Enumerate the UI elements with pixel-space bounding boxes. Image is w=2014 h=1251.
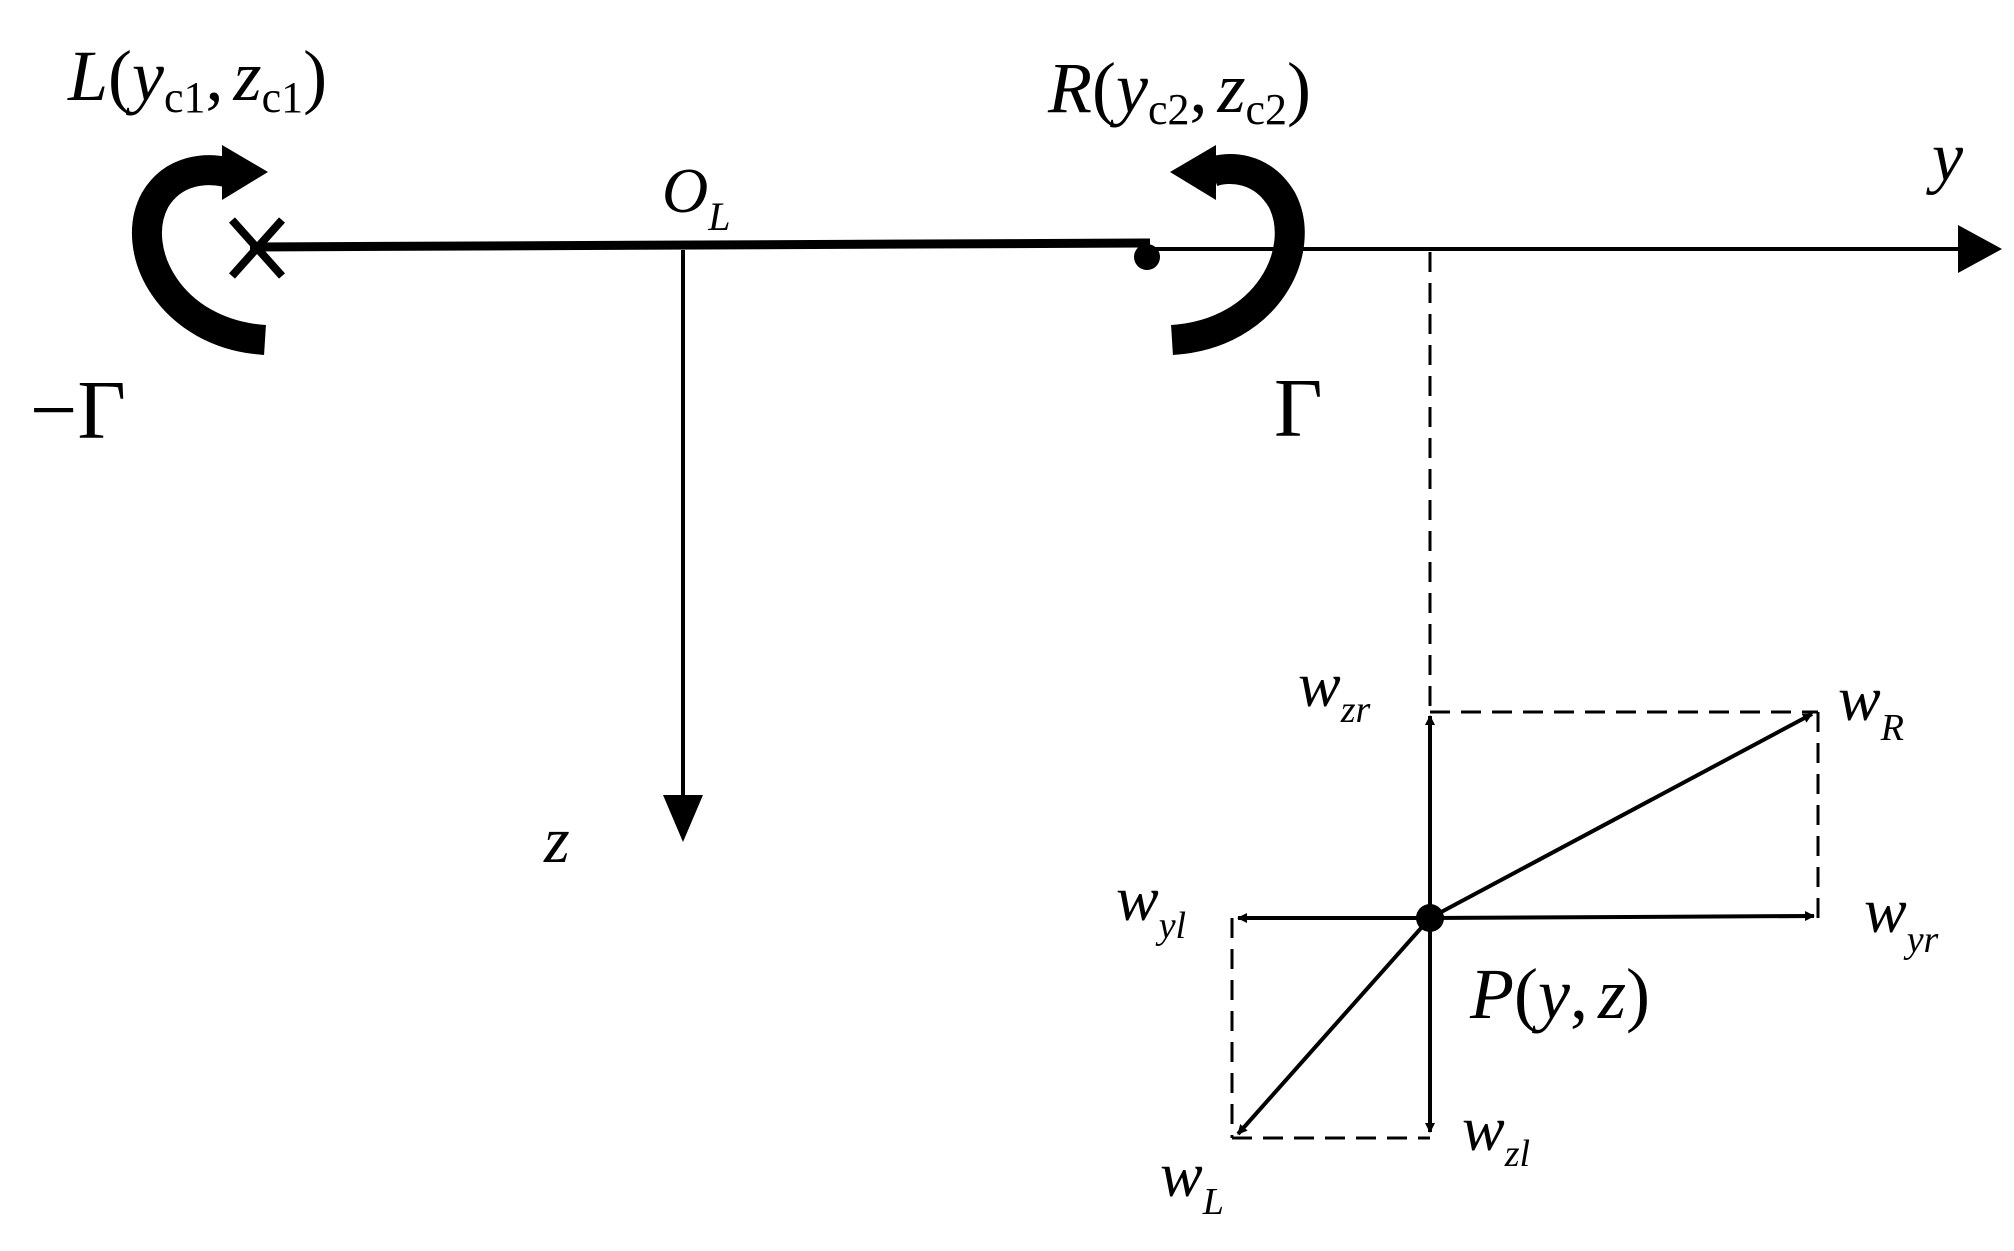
point-P-label: P(y,z) xyxy=(1469,954,1650,1034)
w-yr-vector xyxy=(1429,911,1815,922)
w-yr-label: wyr xyxy=(1864,875,1939,961)
left-vortex-cross xyxy=(229,217,285,279)
w-zr-label: wzr xyxy=(1298,649,1370,731)
point-P-dot xyxy=(1416,904,1444,932)
w-yl-label: wyl xyxy=(1116,863,1186,947)
velocity-vectors xyxy=(1236,712,1815,1136)
y-axis-arrowhead xyxy=(1958,225,2002,273)
w-R-vector xyxy=(1429,712,1813,920)
right-circulation-arrow xyxy=(1170,145,1305,355)
w-R-label: wR xyxy=(1838,663,1904,749)
vortex-pair-line xyxy=(249,238,1151,252)
y-axis-label: y xyxy=(1926,119,1964,196)
right-vortex-dot xyxy=(1134,244,1160,270)
left-circulation-arrow xyxy=(131,145,268,355)
w-zl-label: wzl xyxy=(1462,1093,1530,1175)
circulation-label: Γ xyxy=(1274,362,1323,455)
z-axis-label: z xyxy=(543,804,570,877)
z-axis-arrowhead xyxy=(663,795,703,842)
w-L-vector xyxy=(1236,916,1432,1136)
dashed-projection-lines xyxy=(1230,252,1820,1140)
right-vortex-label: R(yc2,zc2) xyxy=(1047,48,1311,134)
origin-label: OL xyxy=(662,155,730,239)
left-vortex-label: L(yc1,zc1) xyxy=(67,36,327,122)
negative-circulation-label: −Γ xyxy=(30,364,126,457)
w-L-label: wL xyxy=(1160,1139,1224,1223)
